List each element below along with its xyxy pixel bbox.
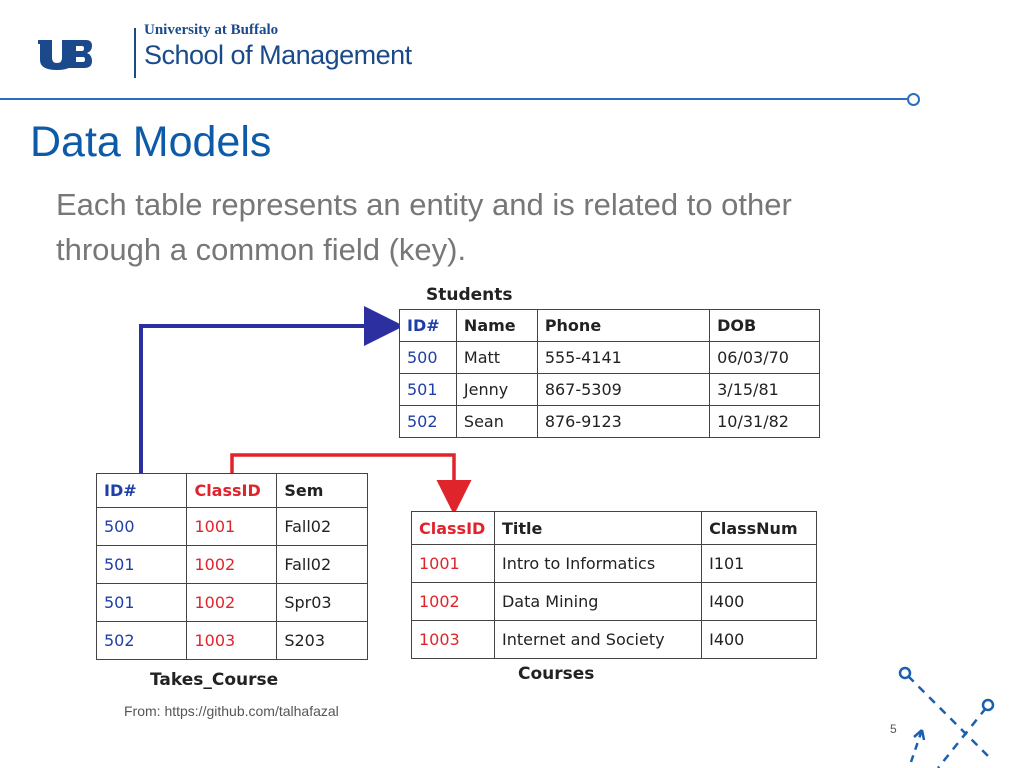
table-header-row: ID# Name Phone DOB <box>399 309 820 342</box>
cell-classnum: I400 <box>701 582 817 621</box>
red-arrow-classid-link <box>230 453 472 515</box>
table-header-row: ID# ClassID Sem <box>95 473 368 508</box>
cell-dob: 3/15/81 <box>709 373 820 406</box>
table-row: 502 1003 S203 <box>95 621 368 660</box>
table-row: 501 1002 Spr03 <box>95 583 368 622</box>
cell-sem: Fall02 <box>276 545 368 584</box>
logo-school: School of Management <box>144 40 412 70</box>
takes-course-table: ID# ClassID Sem 500 1001 Fall02 501 1002… <box>95 473 368 660</box>
cell-id: 502 <box>95 621 188 660</box>
col-header-title: Title <box>493 511 703 545</box>
cell-phone: 555-4141 <box>536 341 711 374</box>
col-header-classnum: ClassNum <box>701 511 817 545</box>
cell-title: Data Mining <box>493 582 703 621</box>
students-table: ID# Name Phone DOB 500 Matt 555-4141 06/… <box>399 309 820 438</box>
logo-divider <box>134 28 136 78</box>
courses-caption: Courses <box>518 664 595 684</box>
table-row: 501 1002 Fall02 <box>95 545 368 584</box>
table-row: 1001 Intro to Informatics I101 <box>411 544 817 583</box>
logo-university: University at Buffalo <box>144 22 279 38</box>
table-row: 500 1001 Fall02 <box>95 507 368 546</box>
takes-course-caption: Takes_Course <box>150 670 279 690</box>
cell-classid: 1001 <box>186 507 278 546</box>
col-header-name: Name <box>455 309 538 342</box>
header-rule-end-circle <box>907 93 920 106</box>
table-row: 1003 Internet and Society I400 <box>411 620 817 659</box>
cell-id: 501 <box>399 373 457 406</box>
table-header-row: ClassID Title ClassNum <box>411 511 817 545</box>
cell-dob: 06/03/70 <box>709 341 820 374</box>
students-caption: Students <box>426 285 513 305</box>
cell-id: 500 <box>95 507 188 546</box>
cell-title: Internet and Society <box>493 620 703 659</box>
cell-dob: 10/31/82 <box>709 405 820 438</box>
cell-id: 501 <box>95 545 188 584</box>
cell-classid: 1002 <box>186 583 278 622</box>
blue-arrow-id-link <box>139 306 404 474</box>
col-header-classid: ClassID <box>411 511 495 545</box>
cell-name: Matt <box>455 341 538 374</box>
cell-classid: 1001 <box>411 544 495 583</box>
source-citation: From: https://github.com/talhafazal <box>124 703 339 719</box>
cell-classid: 1003 <box>411 620 495 659</box>
page-number: 5 <box>890 722 897 736</box>
cell-phone: 876-9123 <box>536 405 711 438</box>
cell-classid: 1002 <box>186 545 278 584</box>
table-row: 502 Sean 876-9123 10/31/82 <box>399 405 820 438</box>
header-rule <box>0 98 908 100</box>
table-row: 500 Matt 555-4141 06/03/70 <box>399 341 820 374</box>
cell-classnum: I400 <box>701 620 817 659</box>
cell-classid: 1003 <box>186 621 278 660</box>
courses-table: ClassID Title ClassNum 1001 Intro to Inf… <box>411 511 817 659</box>
cell-name: Sean <box>455 405 538 438</box>
table-row: 1002 Data Mining I400 <box>411 582 817 621</box>
cell-classid: 1002 <box>411 582 495 621</box>
cell-sem: S203 <box>276 621 368 660</box>
cell-name: Jenny <box>455 373 538 406</box>
cell-classnum: I101 <box>701 544 817 583</box>
slide-body: Each table represents an entity and is r… <box>56 187 792 267</box>
cell-phone: 867-5309 <box>536 373 711 406</box>
cell-id: 501 <box>95 583 188 622</box>
ub-logo-mark <box>38 40 92 70</box>
cell-id: 502 <box>399 405 457 438</box>
col-header-phone: Phone <box>536 309 711 342</box>
cell-sem: Spr03 <box>276 583 368 622</box>
cell-title: Intro to Informatics <box>493 544 703 583</box>
col-header-sem: Sem <box>276 473 368 508</box>
col-header-id: ID# <box>399 309 457 342</box>
cell-id: 500 <box>399 341 457 374</box>
slide-title: Data Models <box>30 118 272 166</box>
ub-logo: University at Buffalo School of Manageme… <box>36 22 412 82</box>
table-row: 501 Jenny 867-5309 3/15/81 <box>399 373 820 406</box>
cell-sem: Fall02 <box>276 507 368 546</box>
